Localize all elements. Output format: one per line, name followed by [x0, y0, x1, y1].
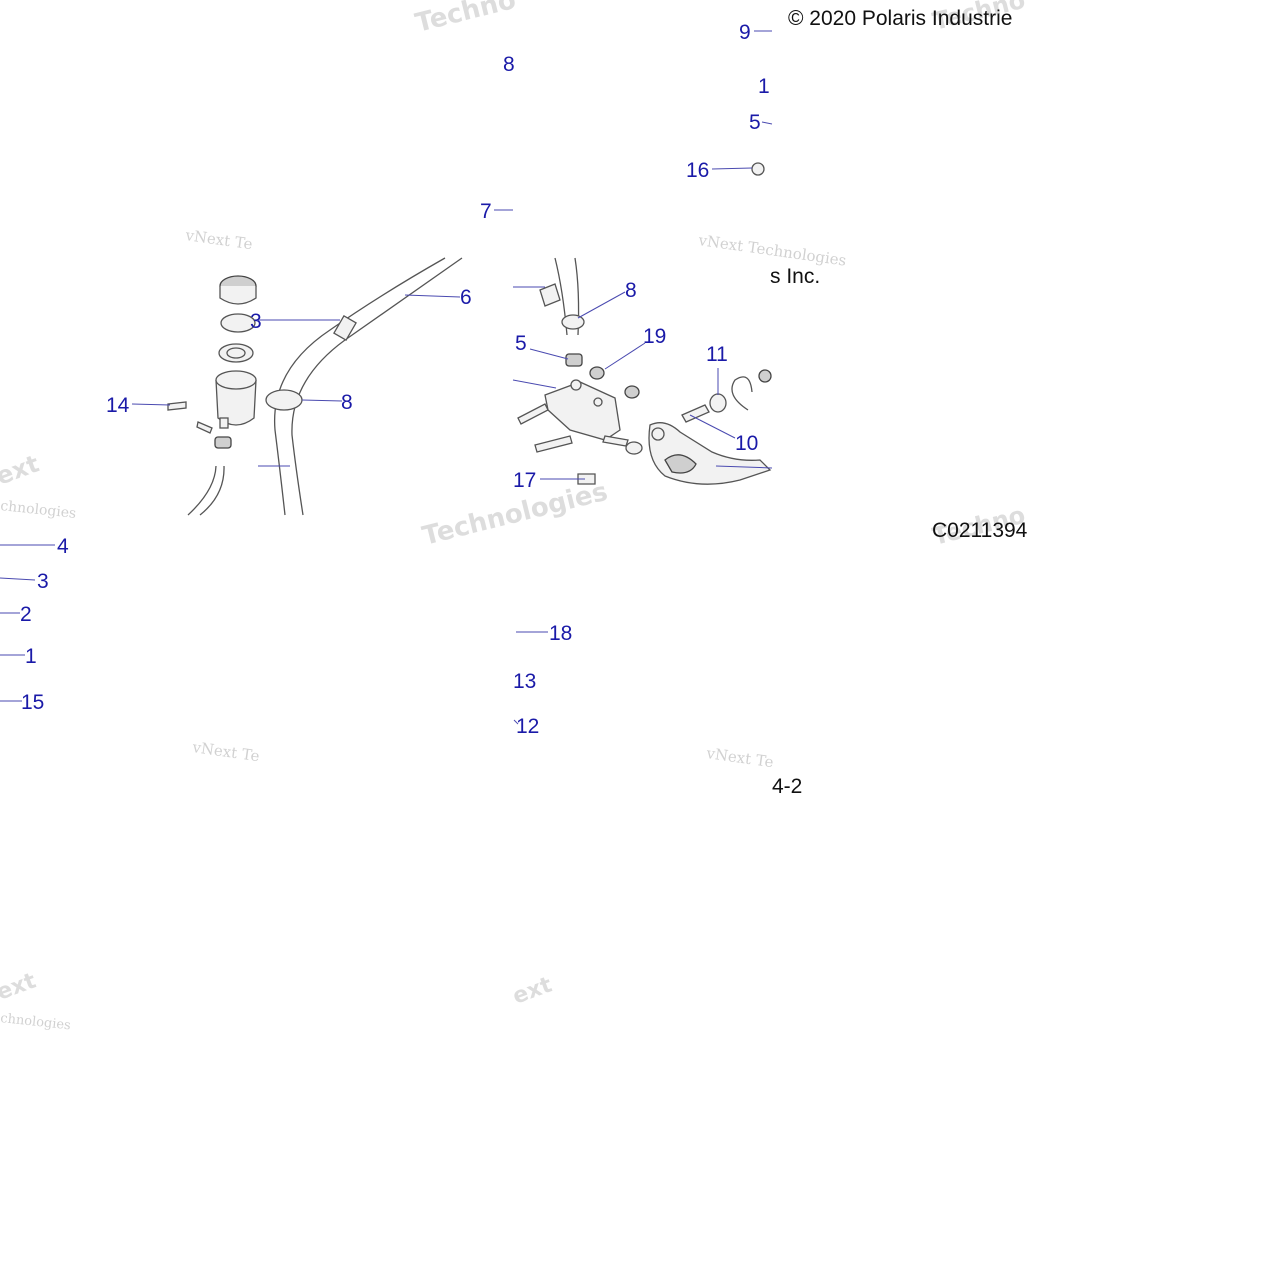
clamp-5 — [565, 353, 583, 367]
reservoir-assembly — [167, 257, 463, 516]
valve-pin — [517, 403, 549, 425]
reservoir-lower-hose — [187, 465, 217, 516]
reservoir-nipple — [219, 417, 229, 429]
valve-assembly — [517, 162, 772, 485]
bolt-16 — [751, 162, 765, 176]
callout-18: 18 — [549, 622, 572, 645]
callout-15: 15 — [21, 691, 44, 714]
reservoir-cap-body — [219, 286, 257, 305]
watermark-ext-bottom-left: ext — [0, 968, 40, 1005]
watermark-ext-left: ext — [0, 450, 43, 491]
valve-stub — [602, 435, 629, 447]
watermark-vnext-2: vNext Technologies — [696, 231, 847, 270]
seal-ring-inner — [226, 347, 246, 359]
nut-small — [624, 385, 640, 399]
main-brake-hose — [273, 257, 446, 516]
mount-bolt-14 — [167, 401, 187, 411]
hose-ring-8 — [561, 314, 585, 330]
callout-11: 11 — [706, 343, 728, 366]
copyright-fragment: s Inc. — [770, 265, 820, 288]
callout-13: 13 — [513, 670, 536, 693]
callout-7: 7 — [480, 200, 492, 223]
bushing-11 — [709, 393, 727, 413]
bolt-17 — [577, 473, 596, 485]
watermark-vnext-4: vNext Te — [704, 744, 774, 771]
nut-19 — [589, 366, 605, 380]
callout-3-reservoir: 3 — [250, 310, 262, 333]
watermark-chno-bottom-left: chnologies — [0, 1011, 71, 1033]
callout-19: 19 — [643, 325, 666, 348]
washer — [625, 441, 643, 455]
valve-block-part — [544, 381, 621, 441]
callout-14: 14 — [106, 394, 130, 417]
callout-5-mid: 5 — [515, 332, 527, 355]
callout-1: 1 — [25, 645, 37, 668]
callout-9: 9 — [739, 21, 751, 44]
callout-2: 2 — [20, 603, 32, 626]
watermark-ext-bottom-mid: ext — [510, 972, 556, 1009]
callout-12: 12 — [516, 715, 539, 738]
nut-right — [758, 369, 772, 383]
callout-4: 4 — [57, 535, 69, 558]
diaphragm-part — [220, 313, 256, 333]
callout-5-top: 5 — [749, 111, 761, 134]
reservoir-screw — [196, 421, 213, 434]
copyright-text: © 2020 Polaris Industrie — [788, 7, 1012, 30]
callout-17: 17 — [513, 469, 536, 492]
leader-lines — [0, 30, 773, 725]
watermark-techno-top: Techno — [412, 0, 518, 39]
pin-10 — [681, 404, 710, 423]
watermark-chnologies-left: chnologies — [0, 498, 77, 522]
watermark-vnext-3: vNext Te — [190, 738, 260, 765]
callout-1-top: 1 — [758, 75, 770, 98]
drawing-code: C0211394 — [932, 519, 1028, 542]
hose-clip-loop — [265, 389, 303, 411]
valve-bolt — [534, 435, 573, 453]
callout-8-loop: 8 — [341, 391, 353, 414]
reservoir-body-part — [215, 379, 257, 426]
page-fragment: 4-2 — [772, 775, 802, 798]
callout-10: 10 — [735, 432, 758, 455]
callout-8-top: 8 — [503, 53, 515, 76]
callout-8-hose: 8 — [625, 279, 637, 302]
callout-3: 3 — [37, 570, 49, 593]
reservoir-hose-clamp — [214, 436, 232, 449]
watermarks: Techno Techno vNext Te vNext Technologie… — [0, 0, 1028, 1033]
callout-16: 16 — [686, 159, 709, 182]
callout-6: 6 — [460, 286, 472, 309]
watermark-vnext-1: vNext Te — [183, 226, 253, 253]
hose-clip-upper — [539, 283, 561, 307]
callouts: 9 8 1 5 16 7 6 3 8 14 8 5 19 11 10 17 4 … — [20, 21, 770, 738]
hose-band-clamp — [333, 314, 357, 342]
reservoir-top-rim — [215, 370, 257, 390]
spring-clip — [731, 376, 753, 411]
